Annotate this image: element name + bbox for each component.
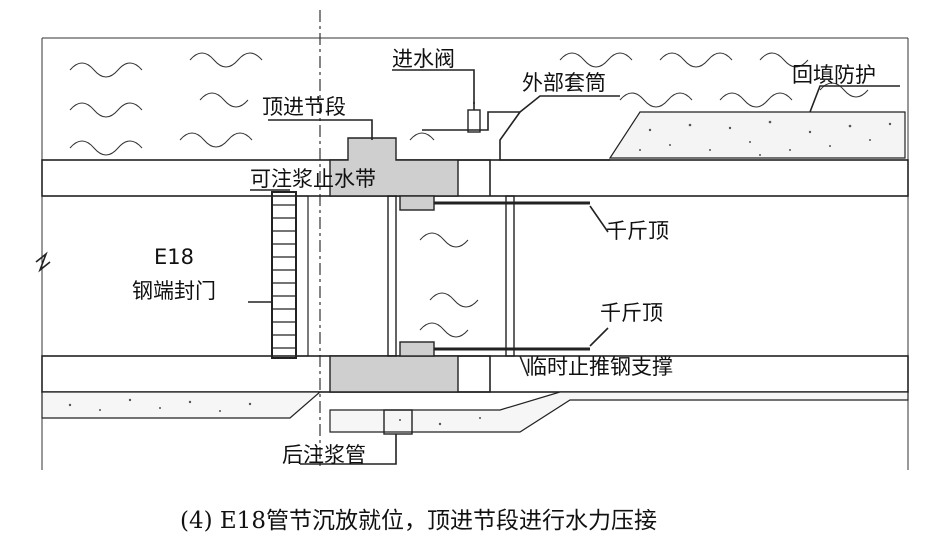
outer-sleeve-label: 外部套筒 [522, 71, 606, 95]
break-line-symbol [35, 251, 51, 273]
bulkhead-plate [295, 195, 309, 357]
temp-support-left [387, 195, 397, 357]
backfill-protection-area [608, 111, 906, 159]
backfill-protection-label: 回填防护 [792, 63, 876, 87]
tunnel-upper-wall [41, 159, 909, 197]
push-segment-upper [329, 137, 459, 197]
foundation-speckle [68, 398, 481, 426]
temp-steel-support-label: 临时止推钢支撑 [526, 355, 673, 379]
inlet-valve-symbol [467, 109, 481, 133]
jack-block-upper [399, 195, 435, 211]
lower-foundation-right [329, 391, 909, 433]
post-grout-pipe-symbol [383, 409, 413, 435]
tunnel-lower-wall [41, 355, 909, 393]
inlet-valve-label: 进水阀 [392, 47, 455, 71]
backfill-speckle [639, 120, 892, 156]
groutable-waterstop-label: 可注浆止水带 [250, 167, 376, 191]
post-grout-pipe-label: 后注浆管 [282, 443, 366, 467]
lower-foundation-left [41, 391, 322, 419]
jack-upper-label: 千斤顶 [606, 219, 669, 243]
outer-sleeve-inner [458, 159, 491, 196]
outer-sleeve-lower [458, 355, 491, 393]
bulkhead-rungs [272, 204, 296, 349]
e18-code-label: E18 [154, 245, 194, 269]
leader-lines [248, 69, 900, 465]
steel-bulkhead-label: 钢端封门 [132, 279, 216, 303]
push-segment-lower [329, 355, 459, 393]
jack-block-lower [399, 341, 435, 357]
outer-sleeve-outline [422, 111, 610, 161]
temp-support-right [505, 195, 515, 357]
figure-caption: (4) E18管节沉放就位，顶进节段进行水力压接 [180, 508, 657, 534]
steel-bulkhead-frame [271, 191, 297, 359]
water-wave-symbols [69, 52, 869, 338]
push-segment-label: 顶进节段 [262, 95, 346, 119]
jack-lower-label: 千斤顶 [600, 301, 663, 325]
